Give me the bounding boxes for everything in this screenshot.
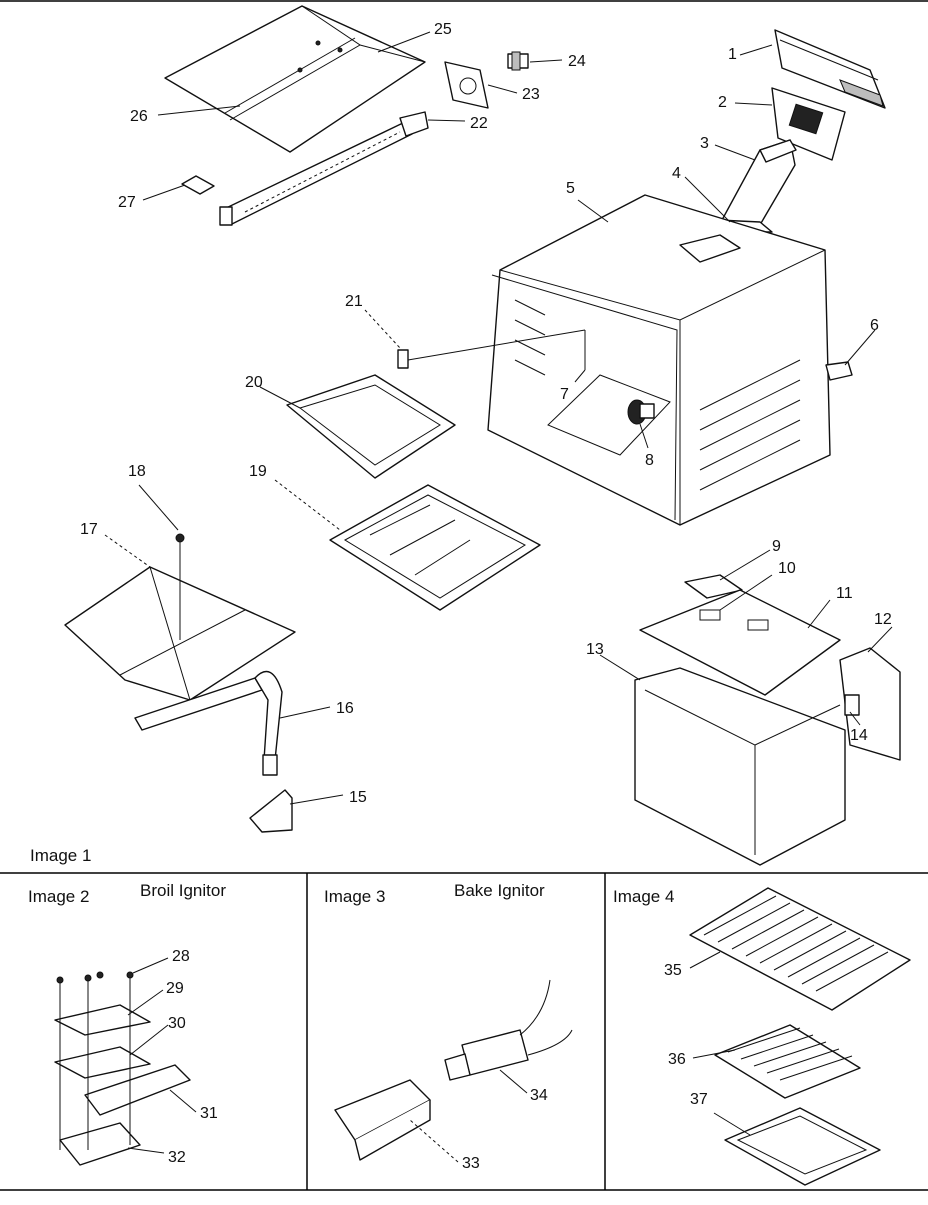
callout-5: 5 xyxy=(566,180,575,197)
callout-22: 22 xyxy=(470,115,488,132)
callout-37: 37 xyxy=(690,1091,708,1108)
callout-30: 30 xyxy=(168,1015,186,1032)
part-24-orifice xyxy=(507,51,529,71)
callout-15: 15 xyxy=(349,789,367,806)
part-12-control-box xyxy=(839,647,901,761)
sensor-wire xyxy=(407,329,586,361)
part-11-top-panel xyxy=(639,589,841,696)
part-5-oven-cavity xyxy=(487,194,831,526)
image2-title: Broil Ignitor xyxy=(140,881,226,900)
part-9-cover xyxy=(684,574,743,599)
callout-1: 1 xyxy=(728,46,737,63)
callout-3: 3 xyxy=(700,135,709,152)
callout-33: 33 xyxy=(462,1155,480,1172)
callout-29: 29 xyxy=(166,980,184,997)
callout-36: 36 xyxy=(668,1051,686,1068)
callout-26: 26 xyxy=(130,108,148,125)
image2-broil-ignitor xyxy=(54,971,191,1166)
callout-4: 4 xyxy=(672,165,681,182)
callout-35: 35 xyxy=(664,962,682,979)
callouts: 1 2 3 4 5 6 7 8 9 10 11 12 13 14 15 16 1… xyxy=(80,21,892,1172)
callout-18: 18 xyxy=(128,463,146,480)
part-22-broil-burner xyxy=(219,111,429,226)
part-3-flue-duct xyxy=(721,139,797,231)
part-27-bracket xyxy=(181,175,215,195)
part-15-bracket xyxy=(249,789,293,833)
part-8-light xyxy=(627,399,655,425)
part-13-storage xyxy=(634,667,846,866)
part-19-burner-box xyxy=(329,484,541,611)
part-20-bake-panel xyxy=(286,374,456,479)
callout-9: 9 xyxy=(772,538,781,555)
leader-lines xyxy=(104,31,893,1163)
callout-23: 23 xyxy=(522,86,540,103)
callout-20: 20 xyxy=(245,374,263,391)
callout-13: 13 xyxy=(586,641,604,658)
callout-32: 32 xyxy=(168,1149,186,1166)
image3-bake-ignitor xyxy=(334,979,573,1161)
callout-21: 21 xyxy=(345,293,363,310)
callout-16: 16 xyxy=(336,700,354,717)
image4-label: Image 4 xyxy=(613,887,674,906)
part-18-screw xyxy=(175,533,185,640)
part-21-sensor xyxy=(397,349,409,369)
part-25-deflector xyxy=(164,5,426,153)
part-14-switch xyxy=(844,694,860,716)
callout-31: 31 xyxy=(200,1105,218,1122)
callout-34: 34 xyxy=(530,1087,548,1104)
callout-6: 6 xyxy=(870,317,879,334)
image3-label: Image 3 xyxy=(324,887,385,906)
callout-7: 7 xyxy=(560,386,569,403)
callout-27: 27 xyxy=(118,194,136,211)
image3-title: Bake Ignitor xyxy=(454,881,545,900)
callout-2: 2 xyxy=(718,94,727,111)
image1-label: Image 1 xyxy=(30,846,91,865)
callout-17: 17 xyxy=(80,521,98,538)
callout-25: 25 xyxy=(434,21,452,38)
callout-14: 14 xyxy=(850,727,868,744)
part-6-clip xyxy=(825,361,853,381)
callout-8: 8 xyxy=(645,452,654,469)
part-1-vent-trim xyxy=(774,29,886,109)
image2-label: Image 2 xyxy=(28,887,89,906)
callout-11: 11 xyxy=(836,585,853,602)
callout-28: 28 xyxy=(172,948,190,965)
callout-24: 24 xyxy=(568,53,586,70)
part-23-gasket xyxy=(444,61,489,109)
callout-19: 19 xyxy=(249,463,267,480)
image4-racks xyxy=(689,887,911,1186)
callout-10: 10 xyxy=(778,560,796,577)
part-16-bake-burner xyxy=(134,670,283,776)
callout-12: 12 xyxy=(874,611,892,628)
